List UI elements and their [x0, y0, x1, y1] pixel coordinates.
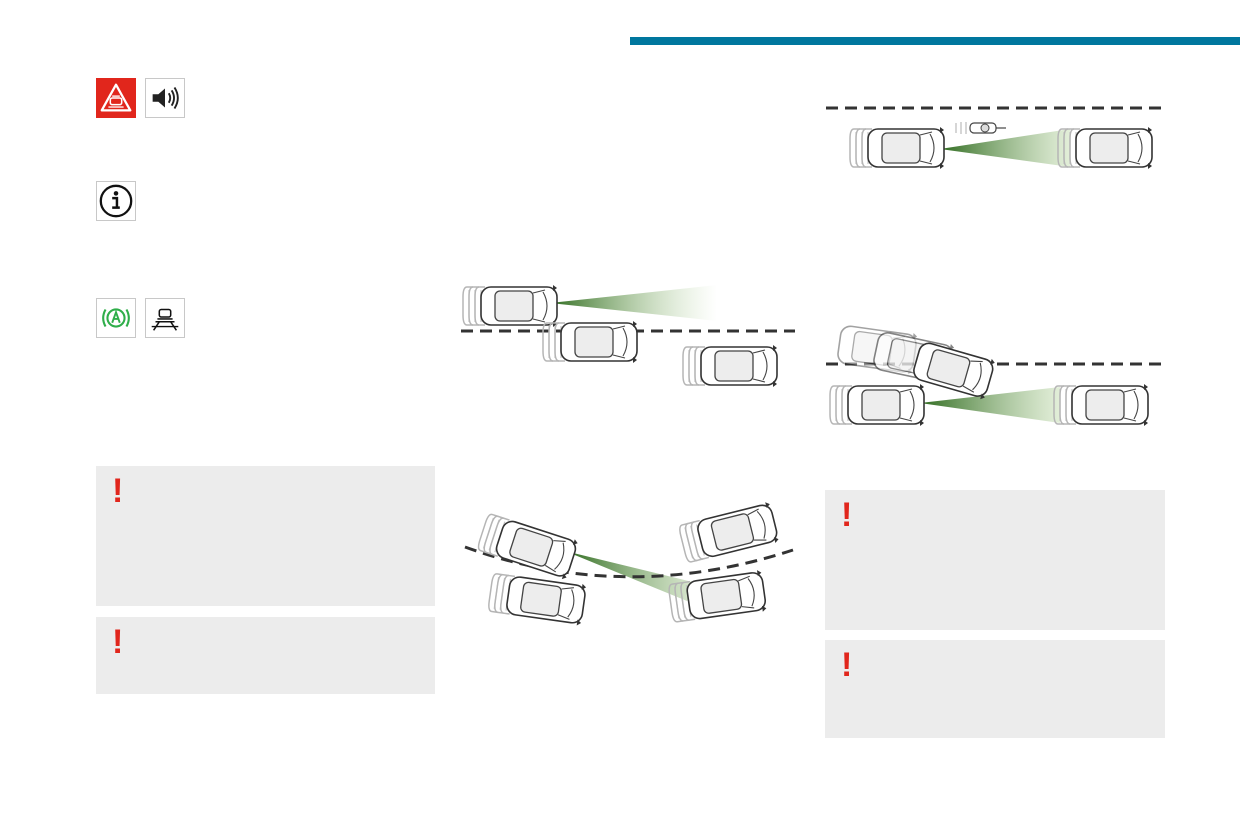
warning-panel: !: [96, 617, 435, 694]
exclamation-icon: !: [112, 472, 124, 510]
vehicle: [488, 571, 587, 626]
vehicle-distance-icon: [145, 298, 185, 338]
information-icon: [96, 181, 136, 221]
vehicle: [1054, 384, 1148, 426]
host-vehicle: [463, 285, 557, 327]
exclamation-icon: !: [841, 646, 853, 684]
host-vehicle: [476, 511, 578, 580]
warning-panel: !: [96, 466, 435, 606]
motorcycle-icon: [955, 122, 1006, 134]
cut-in-diagram: [820, 315, 1170, 435]
lane-change-diagram: [455, 275, 805, 395]
exclamation-icon: !: [841, 496, 853, 534]
speaker-sound-icon: [145, 78, 185, 118]
vehicle: [1058, 127, 1152, 169]
vehicle: [683, 345, 777, 387]
accent-header-bar: [630, 37, 1240, 45]
curve-road-diagram: [455, 495, 805, 645]
vehicle: [668, 570, 767, 625]
host-vehicle: [850, 127, 944, 169]
warning-panel: !: [825, 490, 1165, 630]
host-vehicle: [830, 384, 924, 426]
warning-panel: !: [825, 640, 1165, 738]
motorcycle-diagram: [820, 95, 1170, 185]
automatic-mode-icon: [96, 298, 136, 338]
vehicle: [678, 501, 779, 564]
exclamation-icon: !: [112, 623, 124, 661]
collision-alert-icon: [96, 78, 136, 118]
vehicle: [543, 321, 637, 363]
